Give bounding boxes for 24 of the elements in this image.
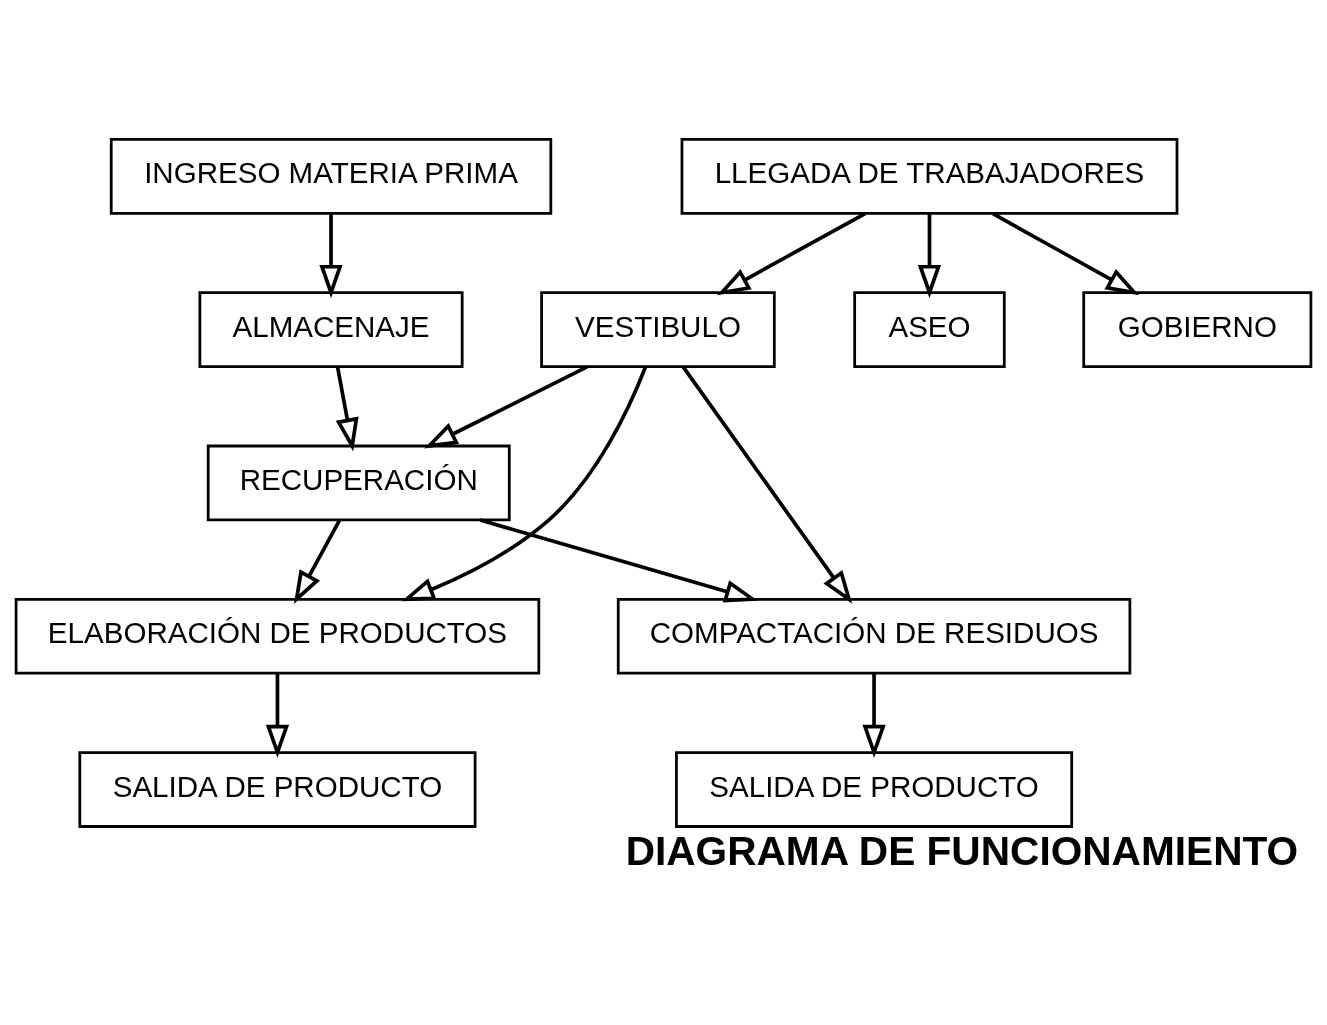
node-box: GOBIERNO bbox=[1082, 291, 1313, 368]
node-box: SALIDA DE PRODUCTO bbox=[78, 751, 477, 828]
arrow bbox=[293, 519, 342, 605]
arrow bbox=[992, 212, 1140, 296]
node-box: VESTIBULO bbox=[540, 291, 776, 368]
arrow bbox=[424, 365, 588, 449]
node-box: ALMACENAJE bbox=[198, 291, 464, 368]
diagram-title: DIAGRAMA DE FUNCIONAMIENTO bbox=[625, 827, 1299, 874]
arrow bbox=[479, 518, 758, 603]
node-box: INGRESO MATERIA PRIMA bbox=[109, 138, 553, 215]
node-box: SALIDA DE PRODUCTO bbox=[675, 751, 1074, 828]
arrow bbox=[862, 673, 886, 759]
node-box: LLEGADA DE TRABAJADORES bbox=[680, 138, 1179, 215]
arrow bbox=[917, 213, 942, 299]
node-box: ELABORACIÓN DE PRODUCTOS bbox=[14, 597, 541, 675]
arrow bbox=[681, 365, 853, 604]
node-box: ASEO bbox=[853, 291, 1006, 368]
arrow bbox=[335, 366, 359, 452]
arrow bbox=[265, 673, 290, 759]
arrow bbox=[319, 213, 343, 299]
node-box: RECUPERACIÓN bbox=[206, 444, 511, 522]
node-box: COMPACTACIÓN DE RESIDUOS bbox=[616, 597, 1132, 675]
arrow bbox=[401, 365, 648, 602]
arrow bbox=[716, 212, 866, 296]
